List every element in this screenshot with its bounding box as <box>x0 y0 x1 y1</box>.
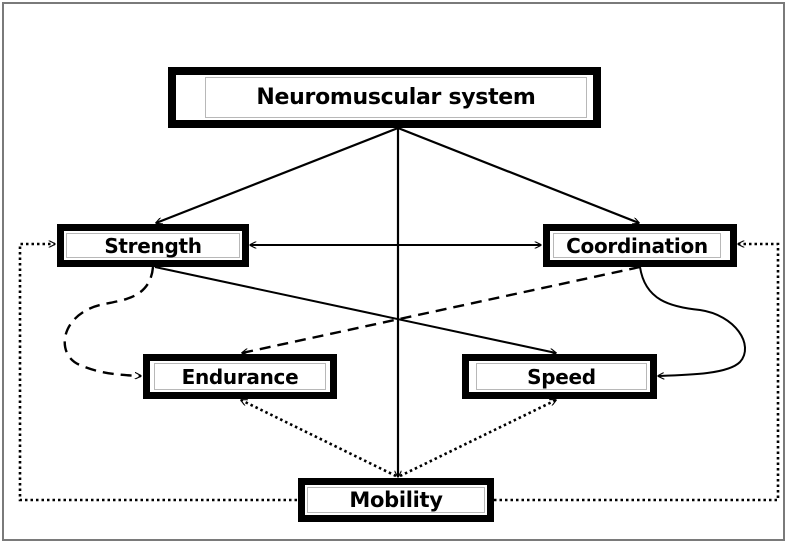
node-label: Mobility <box>307 487 485 513</box>
edge-mobility-speed <box>399 398 556 478</box>
edge-neuromuscular-coordination <box>397 126 639 223</box>
node-coordination: Coordination <box>543 224 737 267</box>
edge-coordination-speed <box>639 266 746 376</box>
node-label: Strength <box>66 233 240 258</box>
node-label: Speed <box>476 363 647 390</box>
edge-coordination-endurance <box>242 265 641 353</box>
edge-strength-speed <box>154 266 556 353</box>
diagram-frame <box>2 2 785 541</box>
edge-strength-endurance <box>63 266 155 376</box>
node-neuromuscular-system: Neuromuscular system <box>168 67 601 128</box>
node-label: Endurance <box>154 363 326 390</box>
node-label: Coordination <box>553 233 721 258</box>
node-endurance: Endurance <box>143 354 337 399</box>
edge-mobility-endurance <box>241 398 397 478</box>
node-mobility: Mobility <box>298 478 494 522</box>
edge-mobility-strength <box>18 244 297 502</box>
edge-neuromuscular-strength <box>156 126 399 223</box>
node-label: Neuromuscular system <box>205 77 587 118</box>
node-strength: Strength <box>57 224 249 267</box>
node-speed: Speed <box>462 354 657 399</box>
